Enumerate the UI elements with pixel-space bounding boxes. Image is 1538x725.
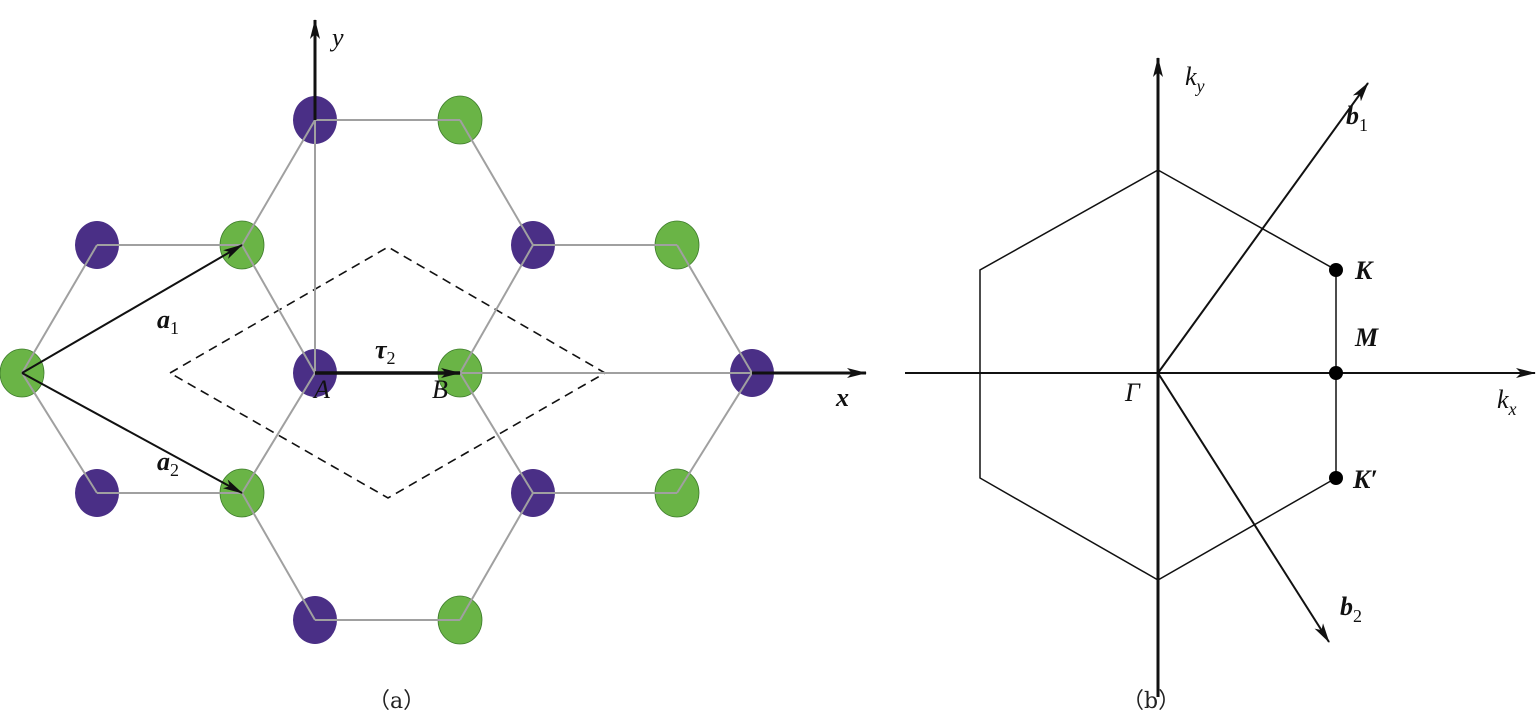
a1-vector-arrow <box>21 244 243 374</box>
gamma-point-label: Γ <box>1124 378 1141 407</box>
ky-axis-label: ky <box>1185 62 1205 96</box>
b1-label: b1 <box>1346 101 1368 135</box>
site-a-label: A <box>312 375 330 404</box>
site-b-label: B <box>432 375 448 404</box>
x-axis-label: x <box>835 383 849 412</box>
b2-vector-arrow <box>1157 372 1330 643</box>
a1-label: a1 <box>157 305 179 338</box>
b1-vector-arrow <box>1157 82 1369 374</box>
k-prime-point-label: K′ <box>1352 465 1378 494</box>
caption-a: （a） <box>368 689 425 714</box>
panel-a-honeycomb-lattice: y x a1 a2 τ2 A B （a） <box>0 19 867 714</box>
b2-label: b2 <box>1340 592 1362 626</box>
panel-b-brillouin-zone: ky kx b1 b2 Γ K M K′ （b） <box>905 57 1536 714</box>
sublattice-b-atoms <box>0 95 700 645</box>
k-point-label: K <box>1354 256 1374 285</box>
bonds <box>21 119 753 621</box>
sublattice-a-atoms <box>75 96 774 644</box>
k-point-marker <box>1329 263 1343 277</box>
caption-b: （b） <box>1122 689 1180 714</box>
m-point-marker <box>1329 366 1343 380</box>
m-point-label: M <box>1354 323 1379 352</box>
y-axis-label: y <box>329 23 344 52</box>
a2-vector-arrow <box>21 372 243 494</box>
a2-label: a2 <box>157 447 179 480</box>
kx-axis-label: kx <box>1497 385 1517 419</box>
tau2-label: τ2 <box>375 335 396 368</box>
k-prime-point-marker <box>1329 471 1343 485</box>
